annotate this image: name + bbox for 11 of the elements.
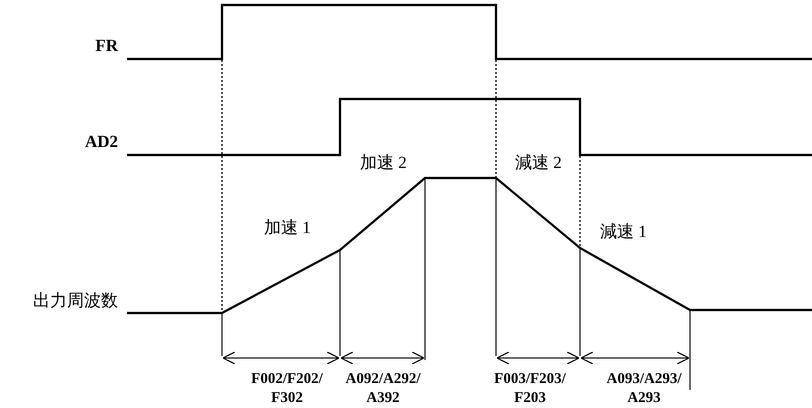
signal-label: AD2 (84, 132, 118, 152)
phase-label: 減速 2 (515, 153, 562, 173)
axis-label: 出力周波数 (33, 291, 118, 311)
phase-label: 加速 2 (360, 153, 407, 173)
parameter-label: F002/F202/ F302 (250, 370, 324, 408)
phase-label: 減速 1 (600, 222, 647, 242)
parameter-label: F003/F203/ F203 (493, 370, 567, 408)
signal-label: FR (95, 36, 118, 56)
parameter-label: A093/A293/ A293 (606, 370, 683, 408)
parameter-label: A092/A292/ A392 (344, 370, 422, 408)
phase-label: 加速 1 (264, 218, 311, 238)
